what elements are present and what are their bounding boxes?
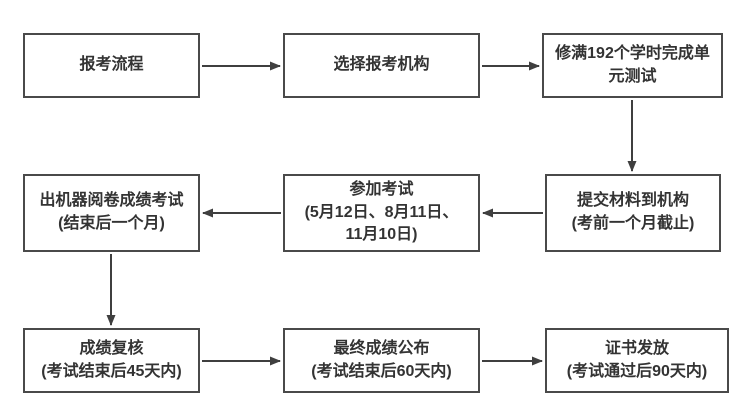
node-sublabel: (考前一个月截止) [571,215,695,232]
flow-node-start: 报考流程 [23,33,200,98]
node-label: 元测试 [608,67,657,85]
flow-node-machine-scoring: 出机器阅卷成绩考试 (结束后一个月) [23,174,200,252]
flow-node-final-results: 最终成绩公布 (考试结束后60天内) [283,328,480,393]
node-label: 报考流程 [79,56,144,74]
node-sublabel: (考试结束后45天内) [41,362,182,380]
flow-node-choose-agency: 选择报考机构 [283,33,480,98]
flow-node-complete-hours: 修满192个学时完成单 元测试 [542,33,723,98]
flow-node-take-exam: 参加考试 (5月12日、8月11日、 11月10日) [283,174,480,252]
node-label: 修满192个学时完成单 [555,44,710,62]
flow-node-submit-materials: 提交材料到机构 (考前一个月截止) [545,174,721,252]
flow-node-score-review: 成绩复核 (考试结束后45天内) [23,328,200,393]
node-sublabel: (考试通过后90天内) [566,362,708,380]
flow-node-certificate: 证书发放 (考试通过后90天内) [545,328,729,393]
node-sublabel: (5月12日、8月11日、 [304,203,459,221]
node-label: 提交材料到机构 [576,192,689,210]
node-label: 最终成绩公布 [333,339,430,357]
node-label: 出机器阅卷成绩考试 [39,192,184,210]
node-label: 证书发放 [604,339,669,357]
node-sublabel: (结束后一个月) [58,215,165,232]
node-label: 选择报考机构 [333,56,430,74]
node-sublabel: 11月10日) [345,226,418,244]
node-label: 成绩复核 [79,339,144,357]
node-label: 参加考试 [349,180,414,198]
node-sublabel: (考试结束后60天内) [311,362,452,380]
